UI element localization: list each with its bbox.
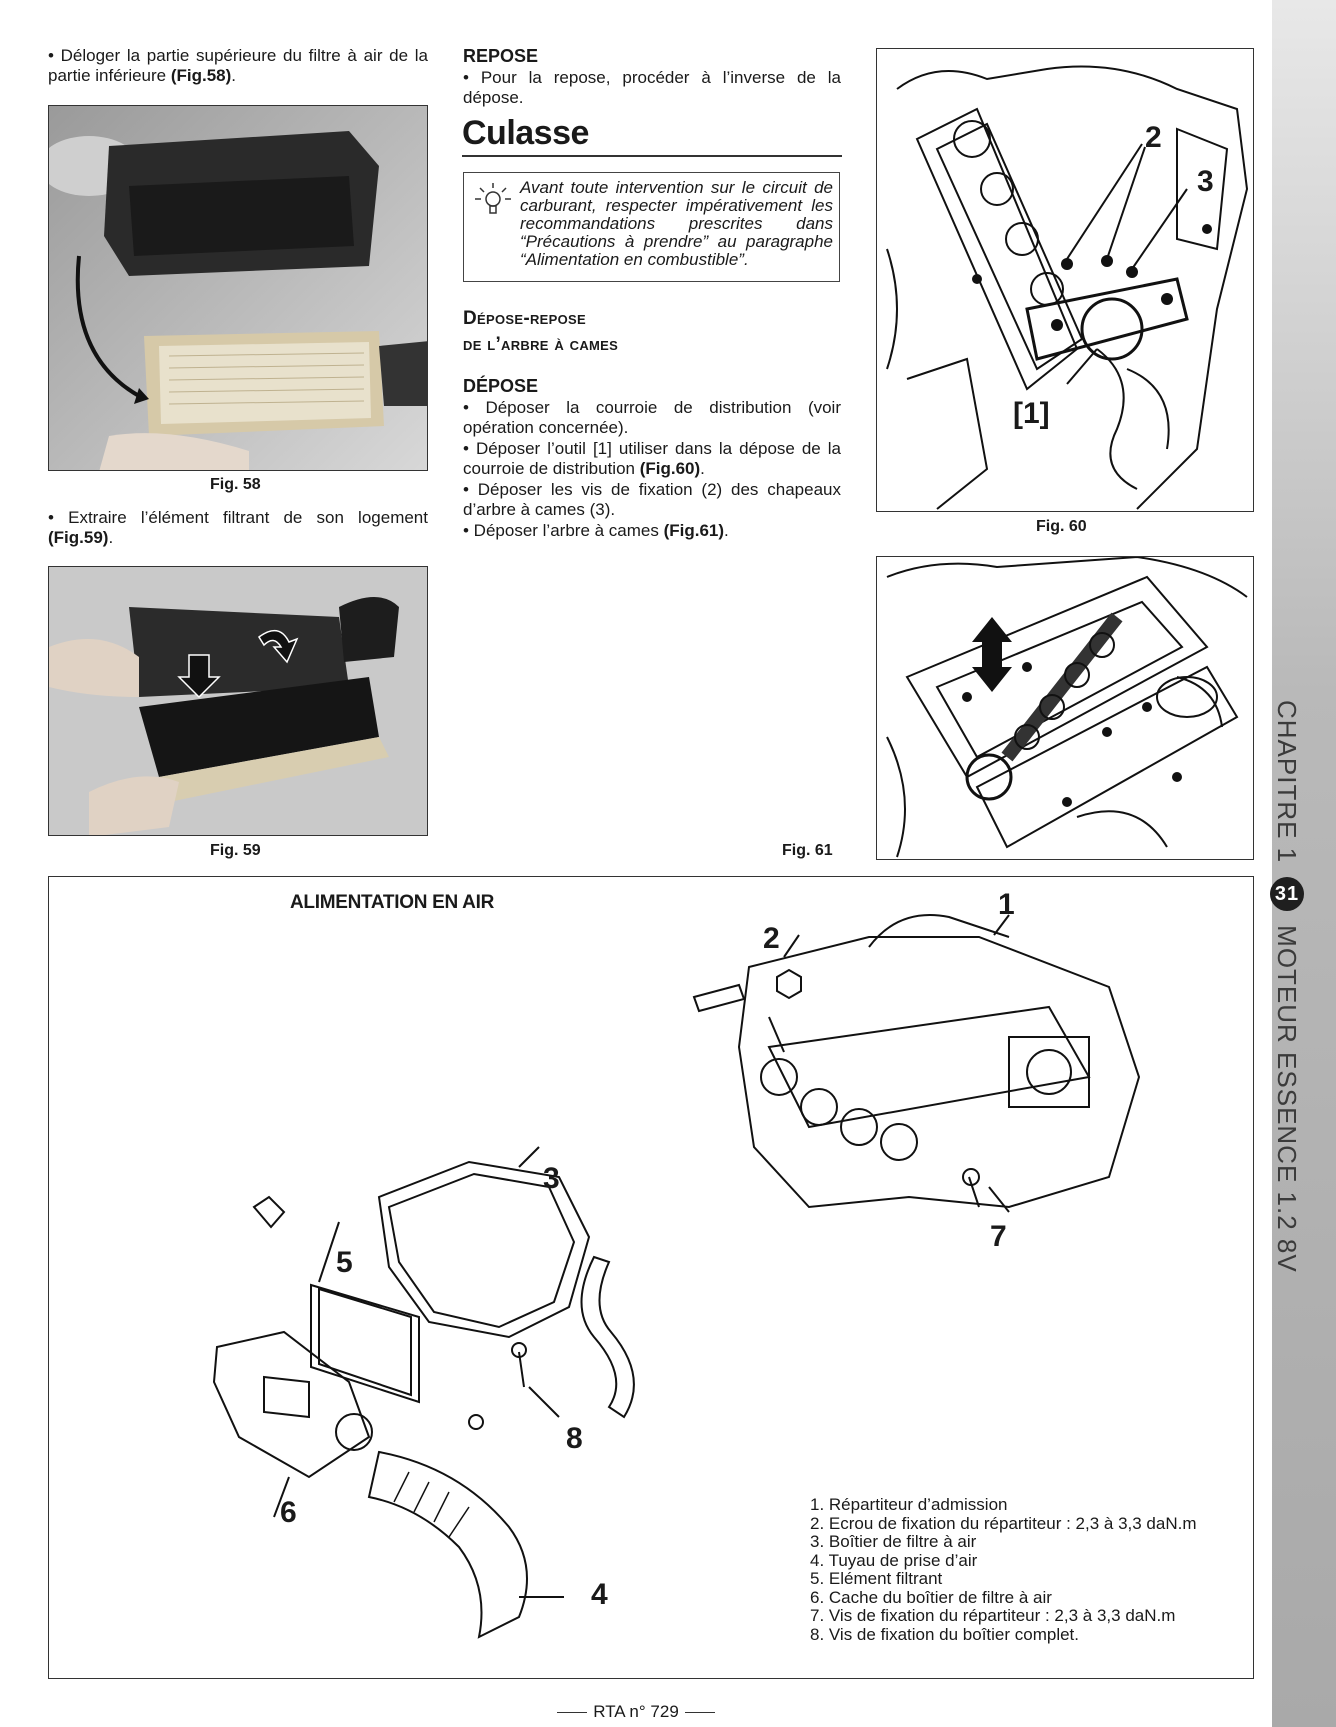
exploded-view-panel — [48, 876, 1254, 1679]
step-4: • Déposer l’arbre à cames (Fig.61). — [463, 521, 729, 540]
step-3: • Déposer les vis de fixation (2) des ch… — [463, 480, 841, 519]
fig61-caption: Fig. 61 — [782, 842, 833, 859]
callout-6: 6 — [280, 1496, 297, 1529]
subsection-heading-line1: Dépose-repose — [463, 308, 586, 329]
paragraph-fig59: • Extraire l’élément filtrant de son log… — [48, 508, 428, 547]
parts-legend: 1. Répartiteur d’admission 2. Ecrou de f… — [810, 1495, 1197, 1644]
fig-ref: (Fig.60) — [639, 459, 701, 478]
legend-item: 6. Cache du boîtier de filtre à air — [810, 1587, 1052, 1607]
callout-8: 8 — [566, 1422, 583, 1455]
chapter-label: CHAPITRE 1 — [1272, 700, 1303, 864]
fig60-caption: Fig. 60 — [1036, 518, 1087, 535]
step-2: • Déposer l’outil [1] utiliser dans la d… — [463, 439, 841, 478]
legend-item: 3. Boîtier de filtre à air — [810, 1532, 977, 1551]
page-number-badge: 31 — [1270, 877, 1304, 912]
fig58-caption: Fig. 58 — [210, 476, 261, 493]
photo-fig59 — [48, 566, 428, 836]
warning-text: Avant toute intervention sur le circuit … — [520, 178, 833, 269]
warning-box: Avant toute intervention sur le circuit … — [463, 172, 840, 282]
legend-item: 1. Répartiteur d’admission — [810, 1495, 1008, 1514]
fig60-callout-2: 2 — [1145, 121, 1162, 154]
step-1: • Déposer la courroie de distribution (v… — [463, 398, 841, 437]
fig59-caption: Fig. 59 — [210, 842, 261, 859]
callout-7: 7 — [990, 1220, 1007, 1253]
callout-2: 2 — [763, 922, 780, 955]
callout-4: 4 — [591, 1578, 608, 1611]
legend-item: 7. Vis de fixation du répartiteur : 2,3 … — [810, 1606, 1176, 1625]
drawing-fig60: 2 3 [1] — [876, 48, 1254, 512]
legend-item: 2. Ecrou de fixation du répartiteur : 2,… — [810, 1513, 1197, 1533]
legend-item: 4. Tuyau de prise d’air — [810, 1550, 978, 1570]
drawing-fig61 — [876, 556, 1254, 860]
footer-text: RTA n° 729 — [593, 1702, 679, 1721]
callout-3: 3 — [543, 1162, 560, 1195]
legend-item: 8. Vis de fixation du boîtier complet. — [810, 1624, 1080, 1644]
section-label: MOTEUR ESSENCE 1.2 8V — [1272, 925, 1303, 1273]
fig-ref: (Fig.61) — [663, 521, 725, 540]
paragraph-fig58: • Déloger la partie supérieure du filtre… — [48, 46, 428, 85]
fig-ref: (Fig.58) — [170, 66, 232, 85]
section-title: Culasse — [462, 114, 842, 157]
repose-heading: REPOSE — [463, 46, 539, 66]
subsection-heading-line2: de l’arbre à cames — [463, 334, 619, 355]
panel-title: ALIMENTATION EN AIR — [290, 892, 494, 913]
fig60-callout-3: 3 — [1197, 165, 1214, 198]
legend-item: 5. Elément filtrant — [810, 1569, 943, 1588]
callout-5: 5 — [336, 1246, 353, 1279]
lightbulb-warning-icon — [475, 183, 511, 214]
depose-heading: DÉPOSE — [463, 376, 539, 396]
repose-text: • Pour la repose, procéder à l’inverse d… — [463, 68, 841, 107]
side-band — [1272, 0, 1336, 1727]
side-chapter-label: CHAPITRE 1 31 MOTEUR ESSENCE 1.2 8V — [1270, 700, 1304, 1273]
fig60-callout-1: [1] — [1013, 397, 1050, 430]
photo-fig58 — [48, 105, 428, 471]
fig-ref: (Fig.59) — [48, 528, 109, 547]
callout-1: 1 — [998, 888, 1015, 921]
page-footer: RTA n° 729 — [0, 1702, 1272, 1722]
